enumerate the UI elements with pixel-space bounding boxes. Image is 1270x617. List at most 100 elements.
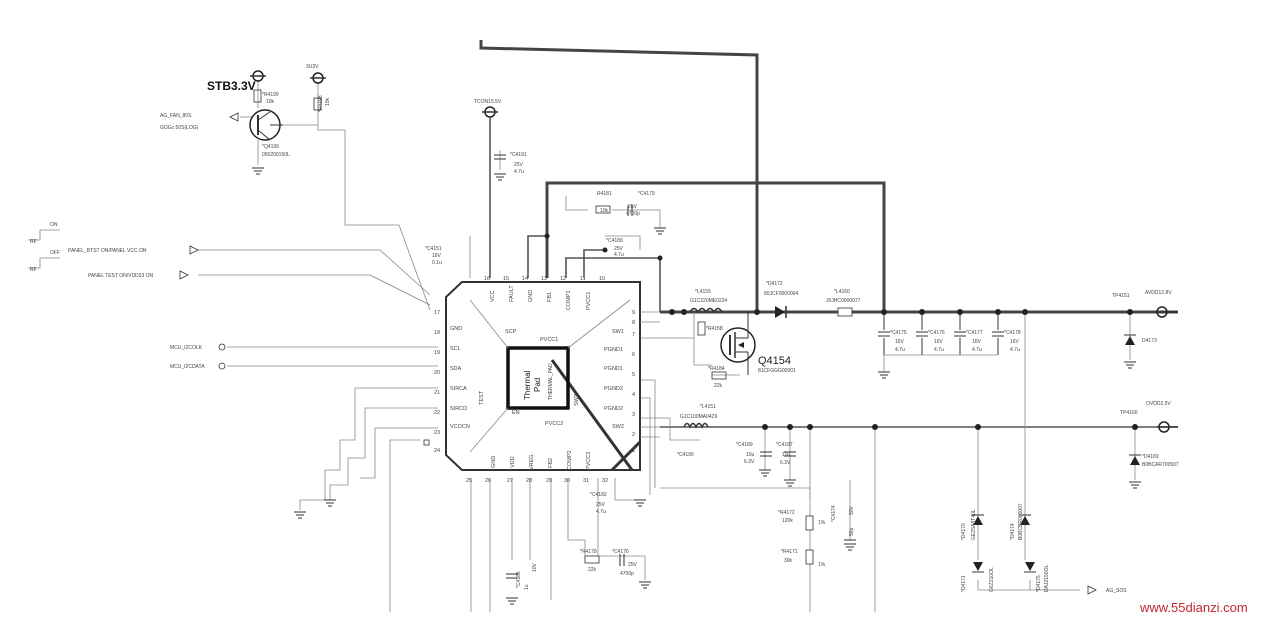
thermal-pad xyxy=(506,346,570,410)
pin-28-num: 28 xyxy=(526,478,532,484)
pin-12-num: 12 xyxy=(560,276,566,282)
pin-27-name: VREG xyxy=(529,454,535,470)
pin-15-name: FAULT xyxy=(509,285,515,302)
ground-symbols xyxy=(252,167,1141,605)
fan-port-arrow xyxy=(229,112,239,122)
c4175: *C4175 16V 4.7u xyxy=(878,312,907,355)
output-cap-bank: *C4175 16V 4.7u *C4176 16V 4.7u *C4177 1… xyxy=(878,312,1021,372)
junction-dots xyxy=(544,233,1138,430)
pin-18-name: SCL xyxy=(450,346,461,352)
ag-port-arrow xyxy=(1087,585,1097,595)
ic-bottom-pins: 25 GND 26 VDD 27 VREG 28 FB2 29 COMP2 30… xyxy=(466,450,608,484)
c4189-label: *C4189 xyxy=(736,442,753,448)
pin-5-name: PGND2 xyxy=(604,386,623,392)
c4182: *C4182 25V 4.7u xyxy=(590,492,607,515)
pin-17-name: GND xyxy=(450,326,462,332)
d4172-label: *D4172 xyxy=(766,281,783,287)
c4174-value: 56p xyxy=(849,527,855,536)
d4169-label: *D4169 xyxy=(1142,454,1159,460)
d4173-label: D4173 xyxy=(1142,338,1157,344)
pin-27-num: 27 xyxy=(507,478,513,484)
pin-25-num: 25 xyxy=(466,478,472,484)
c4178-v: 16V xyxy=(1010,339,1020,345)
pin-30-name: PVCC2 xyxy=(586,452,592,470)
pin-26-num: 26 xyxy=(485,478,491,484)
c4180-v2: 4.7u xyxy=(614,252,624,258)
d4171-label: *D4171 xyxy=(961,575,967,592)
ic-left-pins: 17 GND 18 SCL 19 SDA 20 SIRCA 21 SIRCD 2… xyxy=(423,310,470,454)
r4171-value: 30k xyxy=(784,558,793,564)
c4179-v2: 4700p xyxy=(626,211,640,217)
c4177-v: 16V xyxy=(972,339,982,345)
pin-21-name: SIRCD xyxy=(450,406,467,412)
r-fan1-value: 10k xyxy=(266,99,275,105)
watermark-url: www.55dianzi.com xyxy=(1139,600,1248,615)
ic-internal-test: TEST xyxy=(479,390,485,405)
pin-20-name: SIRCA xyxy=(450,386,467,392)
d4171-pn: G6Z210OL xyxy=(989,567,995,592)
stb3v3-label: STB3.3V xyxy=(207,79,256,93)
pin-16-num: 16 xyxy=(484,276,490,282)
pin-17-num: 17 xyxy=(434,310,440,316)
tcon-label: TCON15.5V xyxy=(474,99,502,105)
c4178-u: 4.7u xyxy=(1010,347,1020,353)
c4187-v1: 10u xyxy=(782,452,791,458)
ic-internal-pvcc1: PVCC1 xyxy=(540,337,558,343)
thermal-pad-line1: Thermal xyxy=(523,370,532,400)
tcon-terminal: TCON15.5V xyxy=(474,99,502,118)
panel2-port-arrow xyxy=(179,270,189,280)
on-label-1: ON xyxy=(50,222,58,228)
pin-4-name: PGND2 xyxy=(604,406,623,412)
c4180-v1: 25V xyxy=(614,246,624,252)
ic-top-pins: 16 VCC 15 FAULT 14 GND 13 FB1 12 COMP1 1… xyxy=(484,276,605,310)
boost-stage: *L4155 G1C220ME0234 *D4172 80JCF0000004 … xyxy=(689,281,861,318)
pin-6-num: 6 xyxy=(632,352,635,358)
signal-wires xyxy=(28,80,1136,612)
pin-3-num: 3 xyxy=(632,412,635,418)
q4154-mosfet: Q4154 81CFGGG00001 *R4158 *R4184 22k xyxy=(697,312,796,389)
c4178-label: *C4178 xyxy=(1004,330,1021,336)
pin-13-name: FB1 xyxy=(547,292,553,302)
pin-25-name: GND xyxy=(491,456,497,468)
r-fan1-label: *R4199 xyxy=(262,92,279,98)
pin-29-name: COMP2 xyxy=(567,450,573,470)
pin-16-name: VCC xyxy=(490,290,496,302)
c4187-v2: 6.3V xyxy=(780,460,791,466)
r4172-tol: 1% xyxy=(818,520,826,526)
c4180-c4151: *C4180 25V 4.7u *C4151 16V 0.1u xyxy=(425,238,624,266)
c4151-label: *C4151 xyxy=(425,246,442,252)
comp2-network: *R4178 22k *C4176 25V 4700p *C4186 10V 1… xyxy=(506,549,638,590)
pin-8-num: 8 xyxy=(632,320,635,326)
r4181-value: 10k xyxy=(600,208,609,214)
l4151-pn: G1C100MA0429 xyxy=(680,414,717,420)
d4172-pn: 80JCF0000004 xyxy=(764,291,798,297)
l4151: *L4151 G1C100MA0429 xyxy=(680,404,717,429)
c4175-u: 4.7u xyxy=(895,347,905,353)
c4191-label: *C4191 xyxy=(510,152,527,158)
r4171-label: *R4171 xyxy=(781,549,798,555)
pin-9-num: 9 xyxy=(632,310,635,316)
tp4160-label: TP4160 xyxy=(1120,410,1138,416)
ic-internal-sw3: SW3 xyxy=(574,394,580,406)
c4177: *C4177 16V 4.7u xyxy=(954,312,983,355)
pin-29-num: 29 xyxy=(546,478,552,484)
c4182-v2: 4.7u xyxy=(596,509,606,515)
fan-transistor: *Q4199 050200150L *R4199 10k *R4198 10k xyxy=(249,89,331,158)
pin-6-name: PGND1 xyxy=(604,366,623,372)
off-label-1: RF xyxy=(30,239,37,245)
pin-26-name: VDD xyxy=(510,456,516,468)
pin-19-name: SDA xyxy=(450,366,462,372)
rail-terminals: STB3.3V 3U3V TCON15.5V AVDD12.8V OVDD2.5… xyxy=(207,64,1178,433)
r-fan2-value: 10k xyxy=(325,97,331,106)
c4176b-v2: 4700p xyxy=(620,571,634,577)
r4178-label: *R4178 xyxy=(580,549,597,555)
c4191: *C4191 25V 4.7u xyxy=(494,152,527,175)
pin-22-num: 22 xyxy=(434,410,440,416)
sda-signal-label: MCU_I2CDATA xyxy=(170,364,205,370)
pin-13-num: 13 xyxy=(541,276,547,282)
r4181-label: R4181 xyxy=(597,191,612,197)
c4176-u: 4.7u xyxy=(934,347,944,353)
l4160-label: *L4160 xyxy=(834,289,850,295)
c4178: *C4178 16V 4.7u xyxy=(992,312,1021,355)
